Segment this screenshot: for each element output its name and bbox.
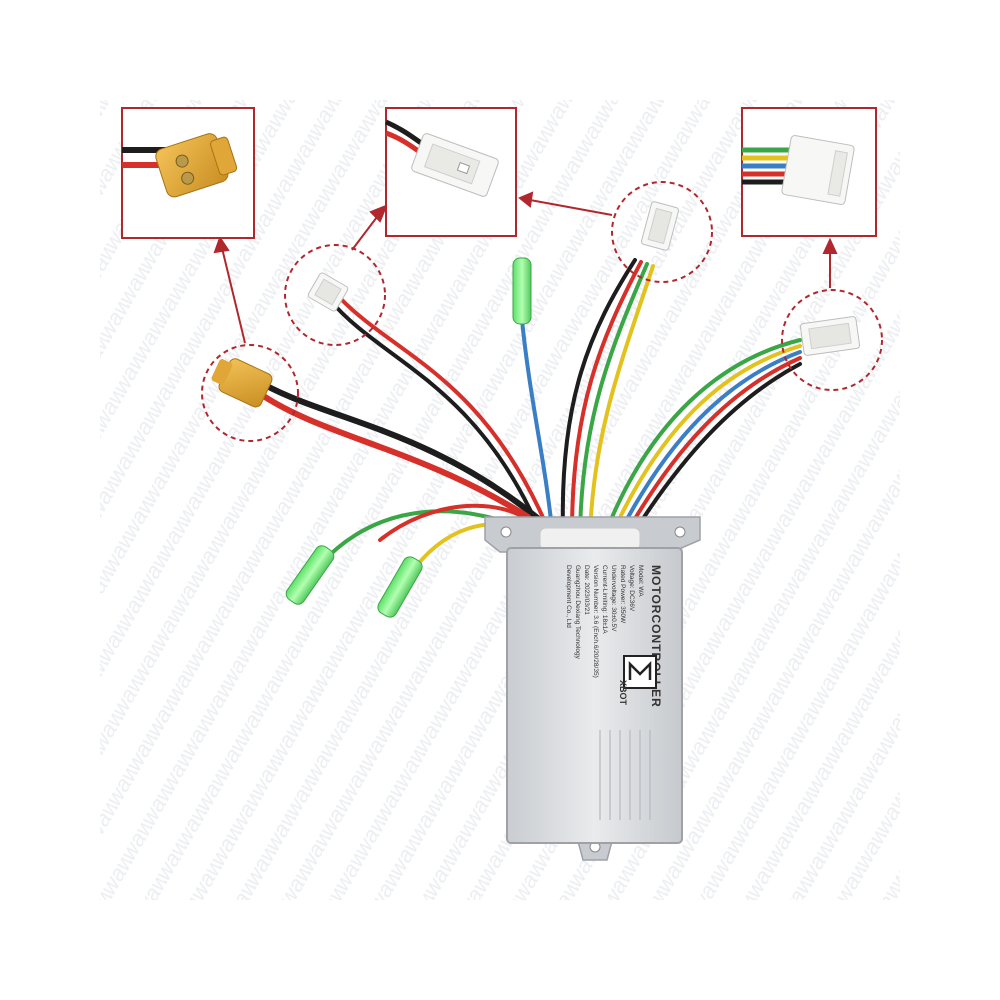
inset-xt60 [121, 107, 255, 239]
bullet-terminal-top [512, 257, 532, 325]
five-pin-connector [799, 316, 861, 356]
controller-line-1: Voltage: DC36V [628, 565, 635, 612]
bullet-terminal-left [285, 545, 335, 605]
four-pin-connector [640, 201, 680, 251]
controller-line-7: Guangzhou Dexiang Technology [574, 565, 581, 660]
brand-label: XBOT [618, 680, 628, 706]
controller-line-6: Date: 2023/03/21 [583, 565, 590, 615]
inset-two-pin [385, 107, 517, 237]
inset-five-pin [741, 107, 877, 237]
xt60-connector [211, 358, 273, 408]
highlight-circles [201, 181, 883, 442]
controller-line-2: Rated Power: 350W [619, 565, 626, 624]
wire-bundle [259, 258, 802, 577]
controller-line-8: Development Co., Ltd [565, 565, 572, 628]
motor-controller: MOTORCONTROLLER Model: WA Voltage: DC36V… [484, 516, 701, 861]
callout-arrows [213, 191, 838, 344]
controller-line-5: Version Number: 3.6 (Ench.6/20/28/35) [592, 565, 599, 678]
controller-line-4: Current-Limiting: 18±1A [601, 565, 608, 634]
controller-housing [506, 547, 683, 844]
xbot-logo-icon [623, 655, 657, 689]
controller-line-0: Model: WA [637, 565, 644, 597]
two-pin-connector [307, 272, 349, 312]
bullet-terminal-right [377, 556, 423, 618]
controller-line-3: Undervoltage: 30±0.5V [610, 565, 617, 632]
